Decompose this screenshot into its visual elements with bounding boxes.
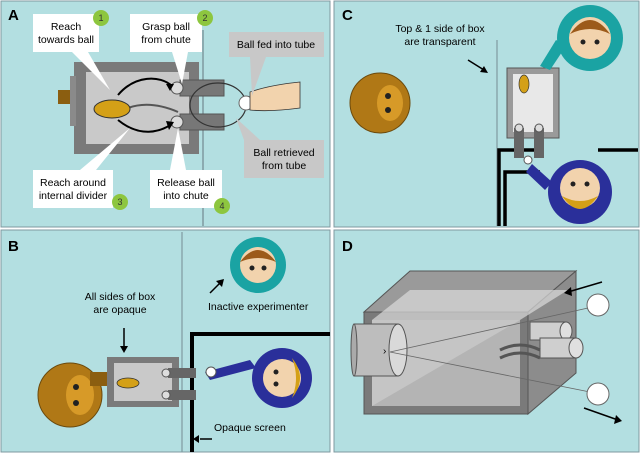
experimenter-teal-c xyxy=(540,5,623,71)
step-badge-2: 2 xyxy=(197,10,213,26)
step-badge-3: 3 xyxy=(112,194,128,210)
callout-ball-fed: Ball fed into tube xyxy=(229,32,324,96)
panel-d-label: D xyxy=(342,238,353,255)
monkey-hand xyxy=(93,99,131,119)
monkey-c xyxy=(349,72,411,134)
panel-a: A R xyxy=(0,0,331,228)
experimenter-hand xyxy=(249,81,301,112)
svg-text:1: 1 xyxy=(98,13,103,23)
svg-text:›: › xyxy=(383,346,386,357)
step-badge-1: 1 xyxy=(93,10,109,26)
step-badge-4: 4 xyxy=(214,198,230,214)
panel-d: D › xyxy=(333,229,640,453)
ball-top xyxy=(586,293,610,317)
experimenter-blue-c xyxy=(526,160,612,224)
active-experimenter-b xyxy=(205,348,312,408)
inactive-experimenter-label: Inactive experimenter xyxy=(208,301,309,313)
svg-text:3: 3 xyxy=(117,197,122,207)
monkey-b xyxy=(37,362,116,428)
panel-b-label: B xyxy=(8,238,19,255)
chutes xyxy=(170,79,225,131)
reach-box-c xyxy=(506,67,560,165)
inactive-experimenter xyxy=(230,237,286,293)
ball-bottom xyxy=(586,382,610,406)
reach-box-3d: › xyxy=(350,269,584,416)
reach-box-b xyxy=(107,357,196,407)
panel-a-label: A xyxy=(8,7,19,24)
opaque-screen-label: Opaque screen xyxy=(214,422,286,434)
opaque-screen-line xyxy=(190,332,330,452)
svg-text:2: 2 xyxy=(202,13,207,23)
svg-text:Ball fed into tube: Ball fed into tube xyxy=(237,39,315,51)
svg-text:4: 4 xyxy=(219,201,224,211)
panel-c-label: C xyxy=(342,7,353,24)
